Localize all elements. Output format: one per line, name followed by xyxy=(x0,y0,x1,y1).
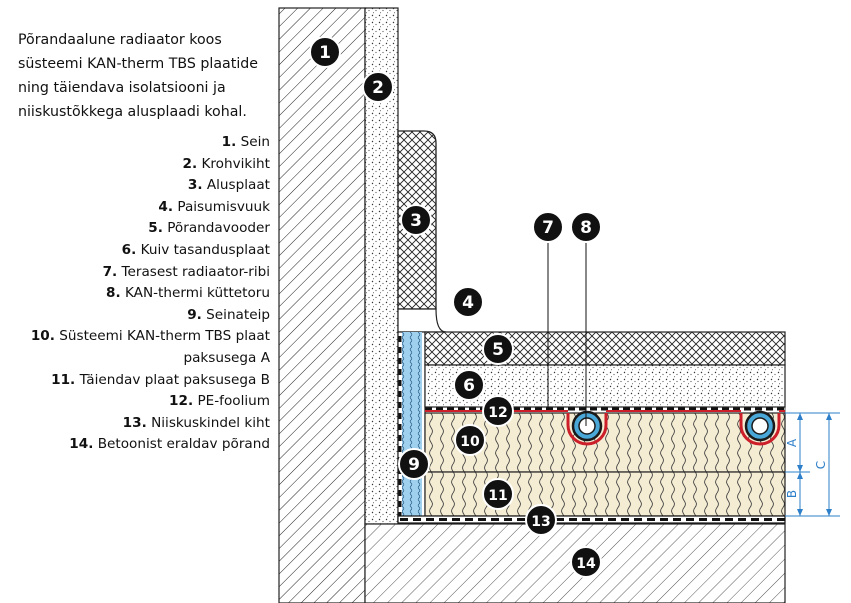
floor-covering xyxy=(424,331,786,366)
dimension-arrows xyxy=(797,413,832,516)
legend-number: 13. xyxy=(122,414,147,431)
marker-label: 6 xyxy=(463,376,475,396)
steel-fin-channel-2 xyxy=(739,413,781,446)
legend-number: 4. xyxy=(158,198,174,215)
legend-label: Täiendav plaat paksusega B xyxy=(79,371,270,388)
legend-label: Alusplaat xyxy=(206,177,270,194)
legend-label: Süsteemi KAN-therm TBS plaat xyxy=(59,328,270,345)
marker-label: 4 xyxy=(462,293,474,313)
legend-label: KAN-thermi küttetoru xyxy=(125,285,270,302)
legend-label: Terasest radiaator-ribi xyxy=(121,263,270,280)
marker-12: 12 xyxy=(482,395,514,427)
marker-label: 8 xyxy=(580,218,592,238)
wall xyxy=(278,7,366,603)
legend-label: Põrandavooder xyxy=(167,220,270,237)
legend-item-14: 14. Betoonist eraldav põrand xyxy=(31,434,270,456)
legend-item-9: 9. Seinateip xyxy=(31,305,270,327)
marker-label: 5 xyxy=(492,340,504,360)
marker-8: 8 xyxy=(570,211,602,243)
legend-number: 11. xyxy=(51,371,76,388)
intro-text: Põrandaalune radiaator koos süsteemi KAN… xyxy=(18,32,258,120)
legend-item-12: 12. PE-foolium xyxy=(31,391,270,413)
heating-pipe-2-bore xyxy=(751,417,769,435)
marker-label: 2 xyxy=(372,78,384,98)
legend-item-1: 1. Sein xyxy=(31,132,270,154)
legend-number: 14. xyxy=(69,436,94,453)
marker-10: 10 xyxy=(454,424,486,456)
legend-item-10: 10. Süsteemi KAN-therm TBS plaat xyxy=(31,326,270,348)
legend-number: 10. xyxy=(30,328,55,345)
legend-item-7: 7. Terasest radiaator-ribi xyxy=(31,262,270,284)
marker-4: 4 xyxy=(452,286,484,318)
legend-item-11: 11. Täiendav plaat paksusega B xyxy=(31,370,270,392)
steel-fin-channel-1 xyxy=(566,413,608,446)
marker-11: 11 xyxy=(482,478,514,510)
legend-label-continued: paksusega A xyxy=(183,349,270,366)
marker-label: 11 xyxy=(488,488,507,504)
marker-6: 6 xyxy=(453,369,485,401)
legend-number: 5. xyxy=(148,220,163,237)
legend-label: Paisumisvuuk xyxy=(177,198,270,215)
wall-tape xyxy=(402,332,422,521)
legend-label: Seinateip xyxy=(206,306,270,323)
marker-9: 9 xyxy=(398,448,430,480)
legend-item-6: 6. Kuiv tasandusplaat xyxy=(31,240,270,262)
additional-plate xyxy=(424,471,786,517)
expansion-joint xyxy=(397,308,447,333)
marker-3: 3 xyxy=(400,204,432,236)
legend-label: Niiskuskindel kiht xyxy=(151,414,270,431)
legend-number: 2. xyxy=(182,155,198,172)
legend-item-8: 8. KAN-thermi küttetoru xyxy=(31,283,270,305)
legend-number: 8. xyxy=(106,285,121,302)
marker-label: 1 xyxy=(319,43,331,63)
legend-item-10-continued: paksusega A xyxy=(31,348,270,370)
legend-label: Sein xyxy=(240,134,270,150)
legend-number: 12. xyxy=(169,393,194,410)
legend-item-5: 5. Põrandavooder xyxy=(31,218,270,240)
marker-label: 3 xyxy=(410,211,422,231)
legend-label: Kuiv tasandusplaat xyxy=(140,241,270,258)
legend-list: 1. Sein 2. Krohvikiht 3. Alusplaat 4. Pa… xyxy=(31,132,270,456)
legend-label: PE-foolium xyxy=(197,393,270,410)
marker-2: 2 xyxy=(362,71,394,103)
marker-14: 14 xyxy=(570,546,602,578)
legend-item-2: 2. Krohvikiht xyxy=(31,154,270,176)
dimension-label-b: B xyxy=(785,490,799,498)
legend-number: 6. xyxy=(121,241,137,258)
dimension-label-c: C xyxy=(814,461,828,469)
dry-levelling-board xyxy=(424,364,786,408)
marker-1: 1 xyxy=(309,36,341,68)
legend-label: Krohvikiht xyxy=(201,155,270,172)
legend-number: 3. xyxy=(187,177,203,194)
marker-label: 9 xyxy=(408,455,420,475)
dimension-lines xyxy=(785,412,840,517)
legend-label: Betoonist eraldav põrand xyxy=(97,436,270,453)
heating-pipe-1-bore xyxy=(578,417,596,435)
marker-5: 5 xyxy=(482,333,514,365)
legend-number: 9. xyxy=(187,306,202,323)
legend-number: 1. xyxy=(221,134,237,150)
legend-item-13: 13. Niiskuskindel kiht xyxy=(31,413,270,435)
marker-label: 10 xyxy=(460,434,480,450)
legend-number: 7. xyxy=(102,263,118,280)
marker-7: 7 xyxy=(532,211,564,243)
marker-13: 13 xyxy=(525,504,557,536)
marker-label: 12 xyxy=(488,405,507,421)
marker-label: 14 xyxy=(576,556,596,572)
marker-label: 7 xyxy=(542,218,554,238)
legend-item-4: 4. Paisumisvuuk xyxy=(31,197,270,219)
legend-item-3: 3. Alusplaat xyxy=(31,175,270,197)
marker-label: 13 xyxy=(531,514,550,530)
dimension-label-a: A xyxy=(785,438,799,447)
